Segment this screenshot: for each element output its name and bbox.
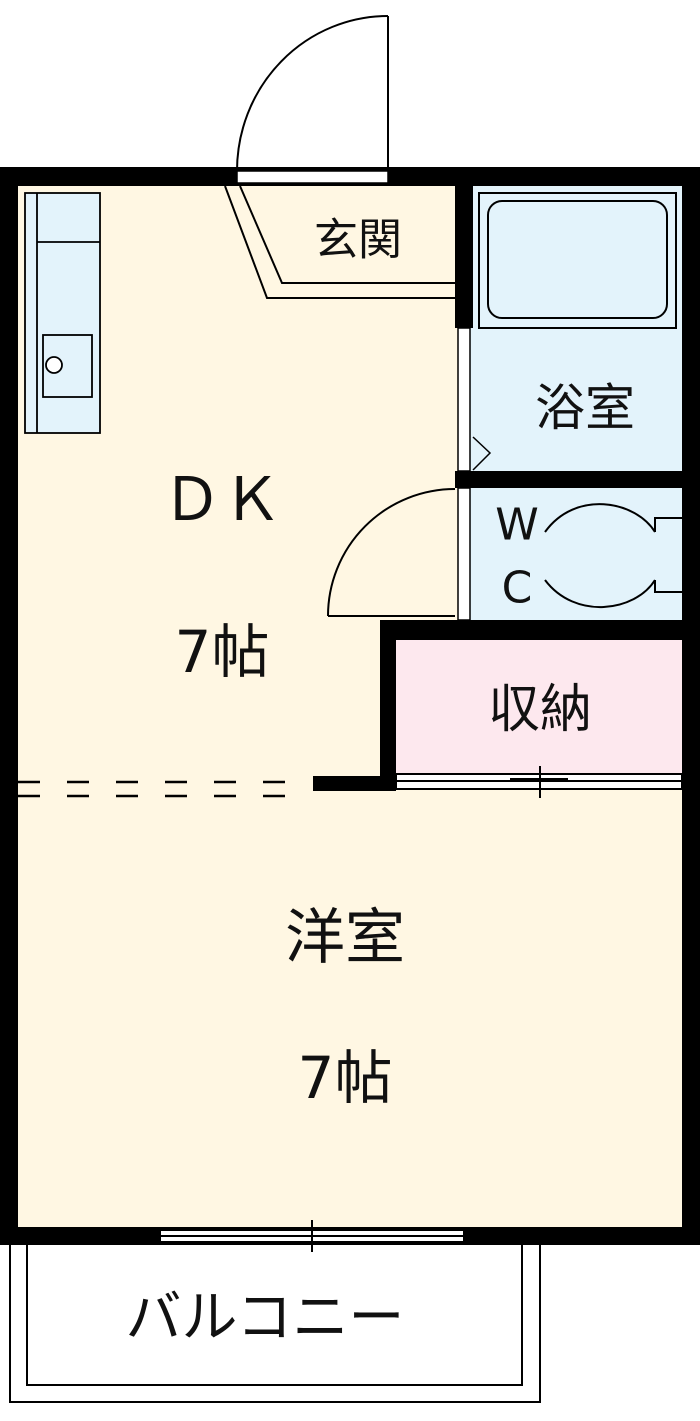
bath-door-arrow [472, 436, 492, 471]
sink-drain [45, 356, 63, 374]
thin-wall-wc [457, 487, 471, 621]
toilet [544, 503, 682, 609]
western-size: 7帖 [298, 1044, 393, 1112]
western-label: 洋室 [285, 903, 405, 973]
thin-wall-bath [457, 327, 471, 472]
bathtub [478, 192, 677, 329]
balcony [9, 1245, 541, 1403]
balcony-window[interactable] [159, 1220, 465, 1252]
dk-size: 7帖 [175, 618, 270, 686]
storage-sliding-door[interactable] [395, 766, 683, 798]
wc-label-c: C [502, 563, 533, 614]
wc-label-w: W [495, 500, 539, 551]
entry-door[interactable] [236, 15, 389, 184]
entrance-label: 玄関 [314, 215, 402, 266]
dk-label: ＤＫ [162, 465, 282, 535]
storage-label: 収納 [488, 680, 592, 740]
storage-floor [396, 640, 682, 774]
wc-floor [470, 488, 682, 622]
entrance-step [224, 185, 455, 299]
dk-door[interactable] [327, 488, 456, 617]
kitchen-counter [24, 192, 101, 434]
western-floor [18, 786, 682, 1228]
balcony-label: バルコニー [126, 1286, 405, 1351]
room-divider-dashed [18, 780, 312, 798]
bath-label: 浴室 [535, 379, 635, 437]
